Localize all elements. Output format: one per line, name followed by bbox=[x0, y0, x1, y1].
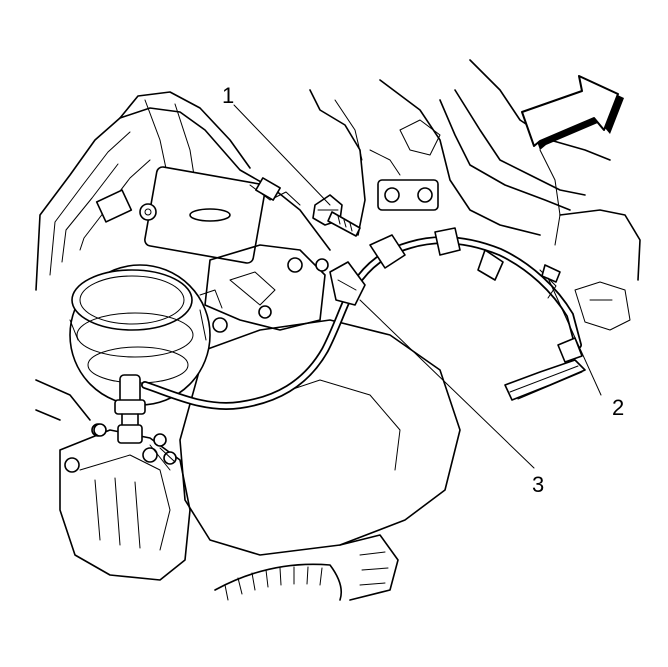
lower-right-tube bbox=[504, 359, 586, 401]
hose-clip-retainers bbox=[329, 227, 583, 363]
leader-line-3 bbox=[359, 299, 535, 469]
callout-1: 1 bbox=[222, 83, 234, 108]
callout-2: 2 bbox=[612, 395, 624, 420]
leader-line-2 bbox=[547, 277, 602, 396]
leader-lines bbox=[233, 104, 602, 469]
engine-upper-structure bbox=[309, 59, 641, 331]
mounting-bolt bbox=[312, 194, 361, 237]
lower-left-casting bbox=[35, 379, 191, 581]
callout-3: 3 bbox=[532, 472, 544, 497]
engine-block bbox=[35, 91, 331, 333]
brake-booster bbox=[69, 264, 211, 471]
leader-line-1 bbox=[233, 104, 331, 206]
front-direction-arrow-icon bbox=[521, 75, 624, 150]
